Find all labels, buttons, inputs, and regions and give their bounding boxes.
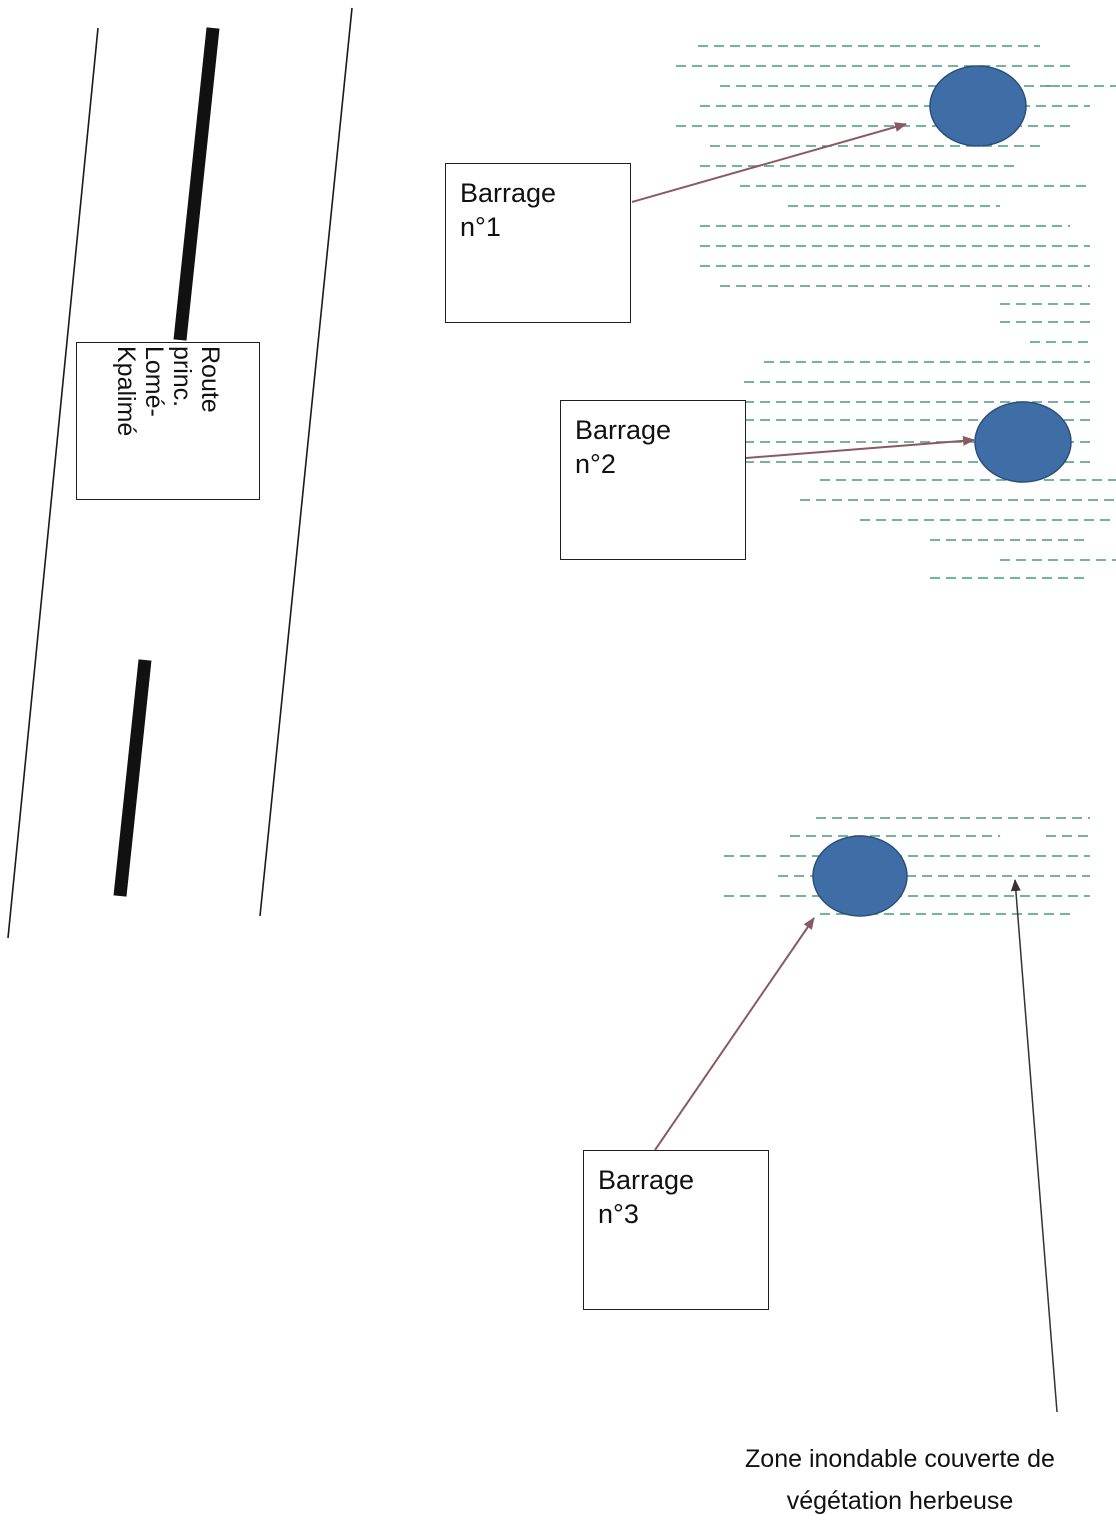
dam-2-label-box: Barrage n°2 <box>560 400 746 560</box>
arrow-icon <box>631 122 907 203</box>
floodplain-hatch-icon <box>676 45 1116 915</box>
dam-label-title: Barrage <box>598 1165 695 1195</box>
arrow-icon <box>1010 879 1058 1413</box>
arrow-icon <box>654 917 815 1151</box>
route-label-line: princ. <box>168 346 196 408</box>
route-label-line: Kpalimé <box>112 346 140 437</box>
dam-reservoir-icon <box>974 401 1072 483</box>
route-label-box: Route princ. Lomé- Kpalimé <box>76 342 260 500</box>
caption-line: Zone inondable couverte de <box>745 1445 1055 1473</box>
floodplain-caption: Zone inondable couverte de végétation he… <box>690 1438 1110 1522</box>
road-centerline-upper <box>173 27 220 341</box>
dam-label-number: n°1 <box>460 212 501 242</box>
arrow-icon <box>745 435 975 459</box>
dam-reservoir-icon <box>929 65 1027 147</box>
dam-reservoir-icon <box>812 835 908 917</box>
route-label-line: Lomé- <box>140 346 168 417</box>
dam-label-title: Barrage <box>460 178 557 208</box>
dam-3-label-box: Barrage n°3 <box>583 1150 769 1310</box>
road-centerline-lower <box>113 659 152 897</box>
road-edge-left <box>7 27 99 939</box>
dam-label-number: n°3 <box>598 1199 639 1229</box>
dam-label-number: n°2 <box>575 449 616 479</box>
route-label-text: Route princ. Lomé- Kpalimé <box>112 346 224 496</box>
dam-1-label-box: Barrage n°1 <box>445 163 631 323</box>
route-label-line: Route <box>196 346 224 413</box>
road-edge-right <box>259 7 353 917</box>
caption-line: végétation herbeuse <box>786 1487 1014 1515</box>
dam-label-title: Barrage <box>575 415 672 445</box>
